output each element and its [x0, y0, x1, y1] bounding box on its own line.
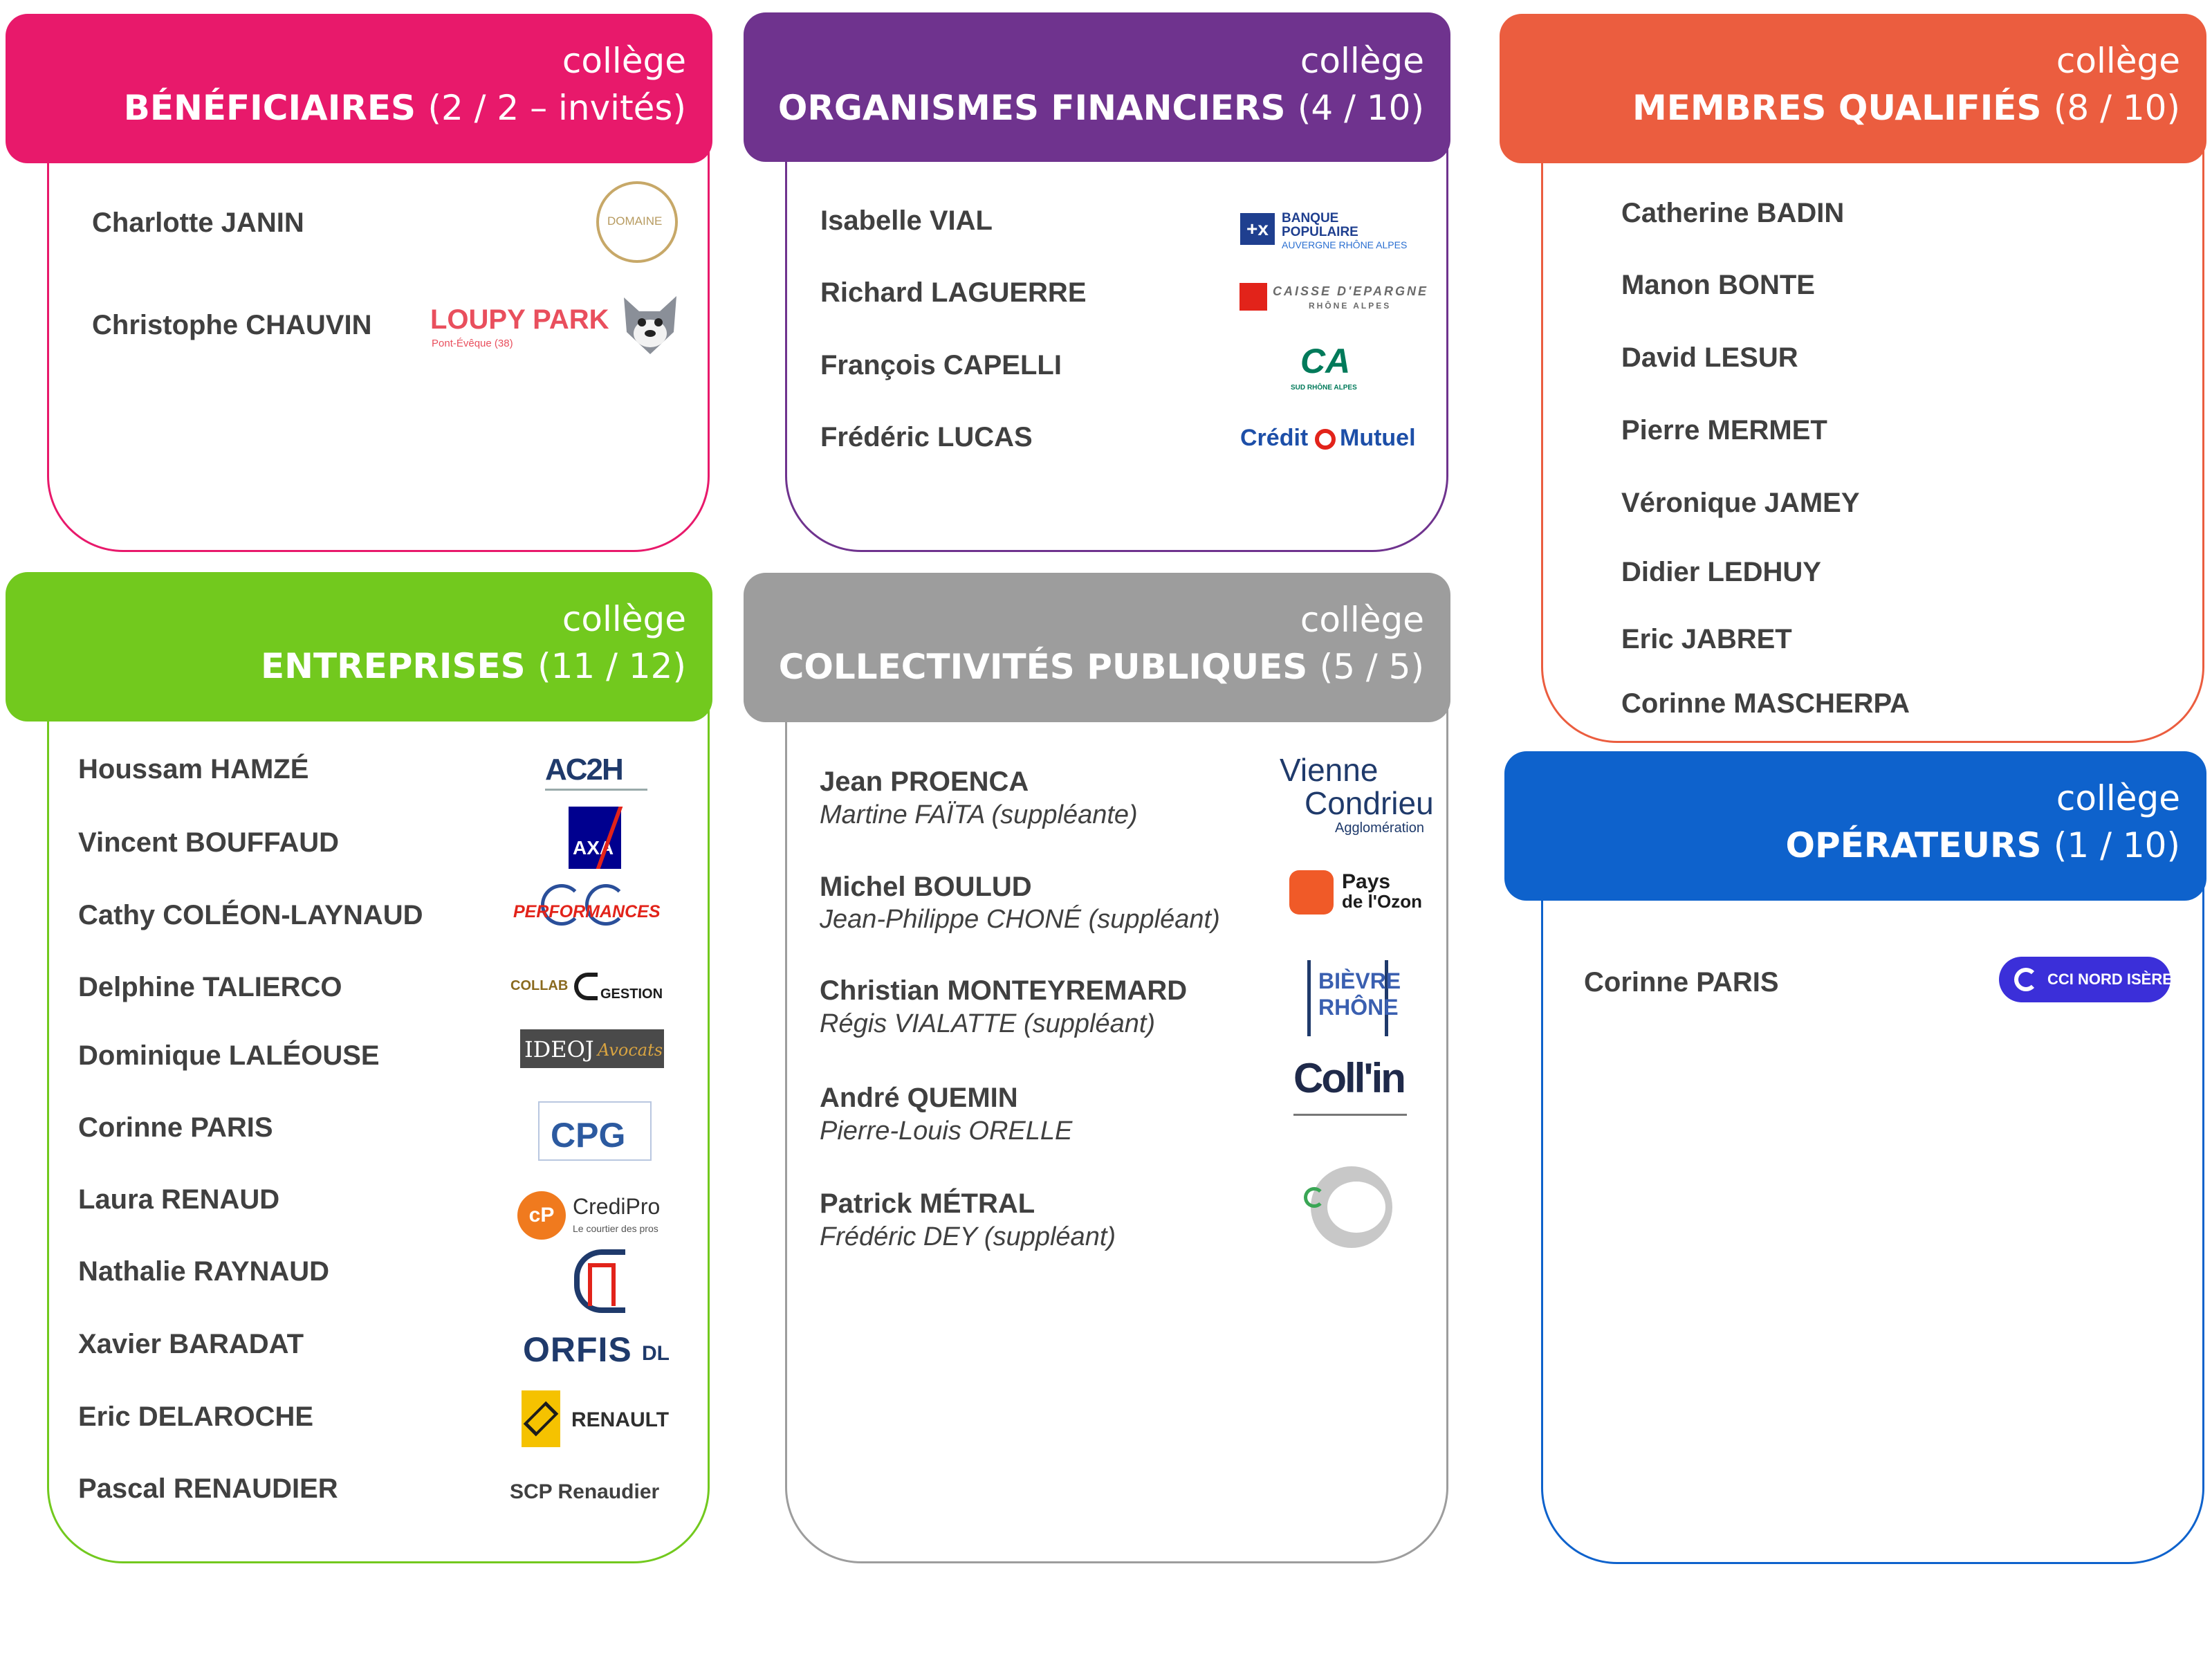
member-name: David LESUR	[1621, 342, 1798, 373]
member-name: Richard LAGUERRE	[820, 277, 1087, 308]
member-name: Véronique JAMEY	[1621, 488, 1860, 518]
member-name: Delphine TALIERCO	[78, 972, 342, 1002]
member-name: Michel BOULUD	[820, 872, 1032, 902]
domaine-kema-logo: DOMAINE	[596, 181, 678, 263]
wolf-mascot-icon	[624, 296, 676, 354]
college-label: collège	[1300, 600, 1424, 640]
collab-gestion-logo: collab-gestion-logo COLLAB GESTION	[510, 973, 670, 1007]
member-name: Frédéric LUCAS	[820, 422, 1033, 452]
college-collectivites-header: collège COLLECTIVITÉS PUBLIQUES (5 / 5)	[744, 573, 1450, 722]
college-count: (2 / 2 – invités)	[427, 88, 686, 128]
orfis-logo: ORFIS DL	[523, 1330, 670, 1369]
caisse-epargne-logo: CAISSE D'EPARGNE RHÔNE ALPES	[1239, 280, 1426, 315]
college-count: (8 / 10)	[2053, 88, 2180, 128]
ac2h-logo: AC2H	[545, 753, 649, 794]
college-beneficiaires-card	[47, 138, 710, 552]
pays-ozon-logo: Pays de l'Ozon	[1289, 867, 1422, 917]
college-label: collège	[2056, 41, 2180, 81]
college-qualifies-header: collège MEMBRES QUALIFIÉS (8 / 10)	[1500, 14, 2206, 163]
member-name: Isabelle VIAL	[820, 205, 993, 236]
member-substitute: Jean-Philippe CHONÉ (suppléant)	[820, 905, 1220, 934]
college-count: (4 / 10)	[1297, 88, 1424, 128]
college-beneficiaires-header: collège BÉNÉFICIAIRES (2 / 2 – invités)	[6, 14, 712, 163]
member-substitute: Martine FAÏTA (suppléante)	[820, 800, 1138, 829]
member-name: Cathy COLÉON-LAYNAUD	[78, 900, 423, 930]
college-count: (11 / 12)	[537, 646, 686, 686]
college-operateurs-card	[1541, 875, 2204, 1564]
member-name: Manon BONTE	[1621, 270, 1815, 300]
college-operateurs-header: collège OPÉRATEURS (1 / 10)	[1504, 751, 2206, 901]
college-title: OPÉRATEURS	[1785, 825, 2042, 865]
college-title: COLLECTIVITÉS PUBLIQUES	[778, 647, 1308, 687]
college-financiers-header: collège ORGANISMES FINANCIERS (4 / 10)	[744, 12, 1450, 162]
credit-mutuel-logo: Crédit Mutuel	[1240, 425, 1416, 451]
ideoj-avocats-logo: IDEOJ Avocats	[520, 1029, 664, 1068]
credit-agricole-logo: CA SUD RHÔNE ALPES	[1291, 342, 1357, 392]
college-title: BÉNÉFICIAIRES	[123, 88, 416, 128]
college-label: collège	[1300, 41, 1424, 81]
college-title: ORGANISMES FINANCIERS	[777, 88, 1286, 128]
member-name: Charlotte JANIN	[92, 208, 304, 238]
member-name: Eric JABRET	[1621, 624, 1792, 654]
loupy-park-logo: LOUPY PARK Pont-Évêque (38)	[430, 291, 683, 360]
ccl-performances-logo: PERFORMANCES	[513, 884, 676, 931]
college-count: (1 / 10)	[2053, 825, 2180, 865]
member-name: André QUEMIN	[820, 1083, 1018, 1113]
member-name: Corinne MASCHERPA	[1621, 688, 1910, 719]
college-label: collège	[562, 599, 686, 639]
member-substitute: Frédéric DEY (suppléant)	[820, 1222, 1116, 1251]
member-name: Corinne PARIS	[78, 1112, 273, 1143]
college-title: MEMBRES QUALIFIÉS	[1632, 88, 2042, 128]
member-substitute: Pierre-Louis ORELLE	[820, 1117, 1073, 1146]
member-name: Eric DELAROCHE	[78, 1402, 314, 1432]
college-label: collège	[562, 41, 686, 81]
member-name: Laura RENAUD	[78, 1184, 280, 1215]
member-name: Dominique LALÉOUSE	[78, 1040, 380, 1071]
renault-logo: RENAULT	[522, 1390, 675, 1447]
bievre-rhone-logo: BIÈVRE RHÔNE	[1307, 960, 1401, 1036]
member-name: Catherine BADIN	[1621, 198, 1845, 228]
member-substitute: Régis VIALATTE (suppléant)	[820, 1009, 1156, 1038]
cpg-logo: CPG	[538, 1101, 652, 1161]
member-name: François CAPELLI	[820, 350, 1062, 380]
college-collectivites-card	[785, 699, 1448, 1563]
college-label: collège	[2056, 778, 2180, 818]
credipro-logo: cP CrediPro Le courtier des pros	[517, 1188, 678, 1241]
ca-monogram-logo	[574, 1249, 625, 1313]
cci-nord-isere-logo: CCI NORD ISÈRE	[1999, 957, 2173, 1002]
member-name: Christian MONTEYREMARD	[820, 975, 1188, 1006]
college-financiers-card	[785, 138, 1448, 552]
member-name: Christophe CHAUVIN	[92, 310, 372, 340]
college-entreprises-card	[47, 699, 710, 1563]
college-count: (5 / 5)	[1319, 647, 1424, 687]
college-title: ENTREPRISES	[260, 646, 526, 686]
college-entreprises-header: collège ENTREPRISES (11 / 12)	[6, 572, 712, 722]
banque-populaire-logo: +x BANQUE POPULAIRE AUVERGNE RHÔNE ALPES	[1240, 208, 1428, 250]
member-name: Vincent BOUFFAUD	[78, 827, 340, 858]
member-name: Didier LEDHUY	[1621, 557, 1821, 587]
communaute-communes-logo	[1304, 1166, 1392, 1248]
member-name: Xavier BARADAT	[78, 1329, 304, 1359]
axa-logo: AXA	[569, 807, 623, 869]
member-name: Pascal RENAUDIER	[78, 1473, 338, 1504]
member-name: Nathalie RAYNAUD	[78, 1256, 330, 1287]
member-name: Jean PROENCA	[820, 766, 1029, 797]
member-name: Pierre MERMET	[1621, 415, 1827, 445]
member-name: Houssam HAMZÉ	[78, 754, 309, 784]
college-qualifies-card	[1541, 138, 2204, 743]
member-name: Patrick MÉTRAL	[820, 1188, 1035, 1219]
member-name: Corinne PARIS	[1584, 967, 1779, 998]
scp-renaudier-text: SCP Renaudier	[510, 1480, 660, 1503]
vienne-condrieu-logo: Vienne Condrieu Agglomération	[1280, 752, 1434, 836]
collin-logo: Coll'in	[1293, 1051, 1411, 1121]
